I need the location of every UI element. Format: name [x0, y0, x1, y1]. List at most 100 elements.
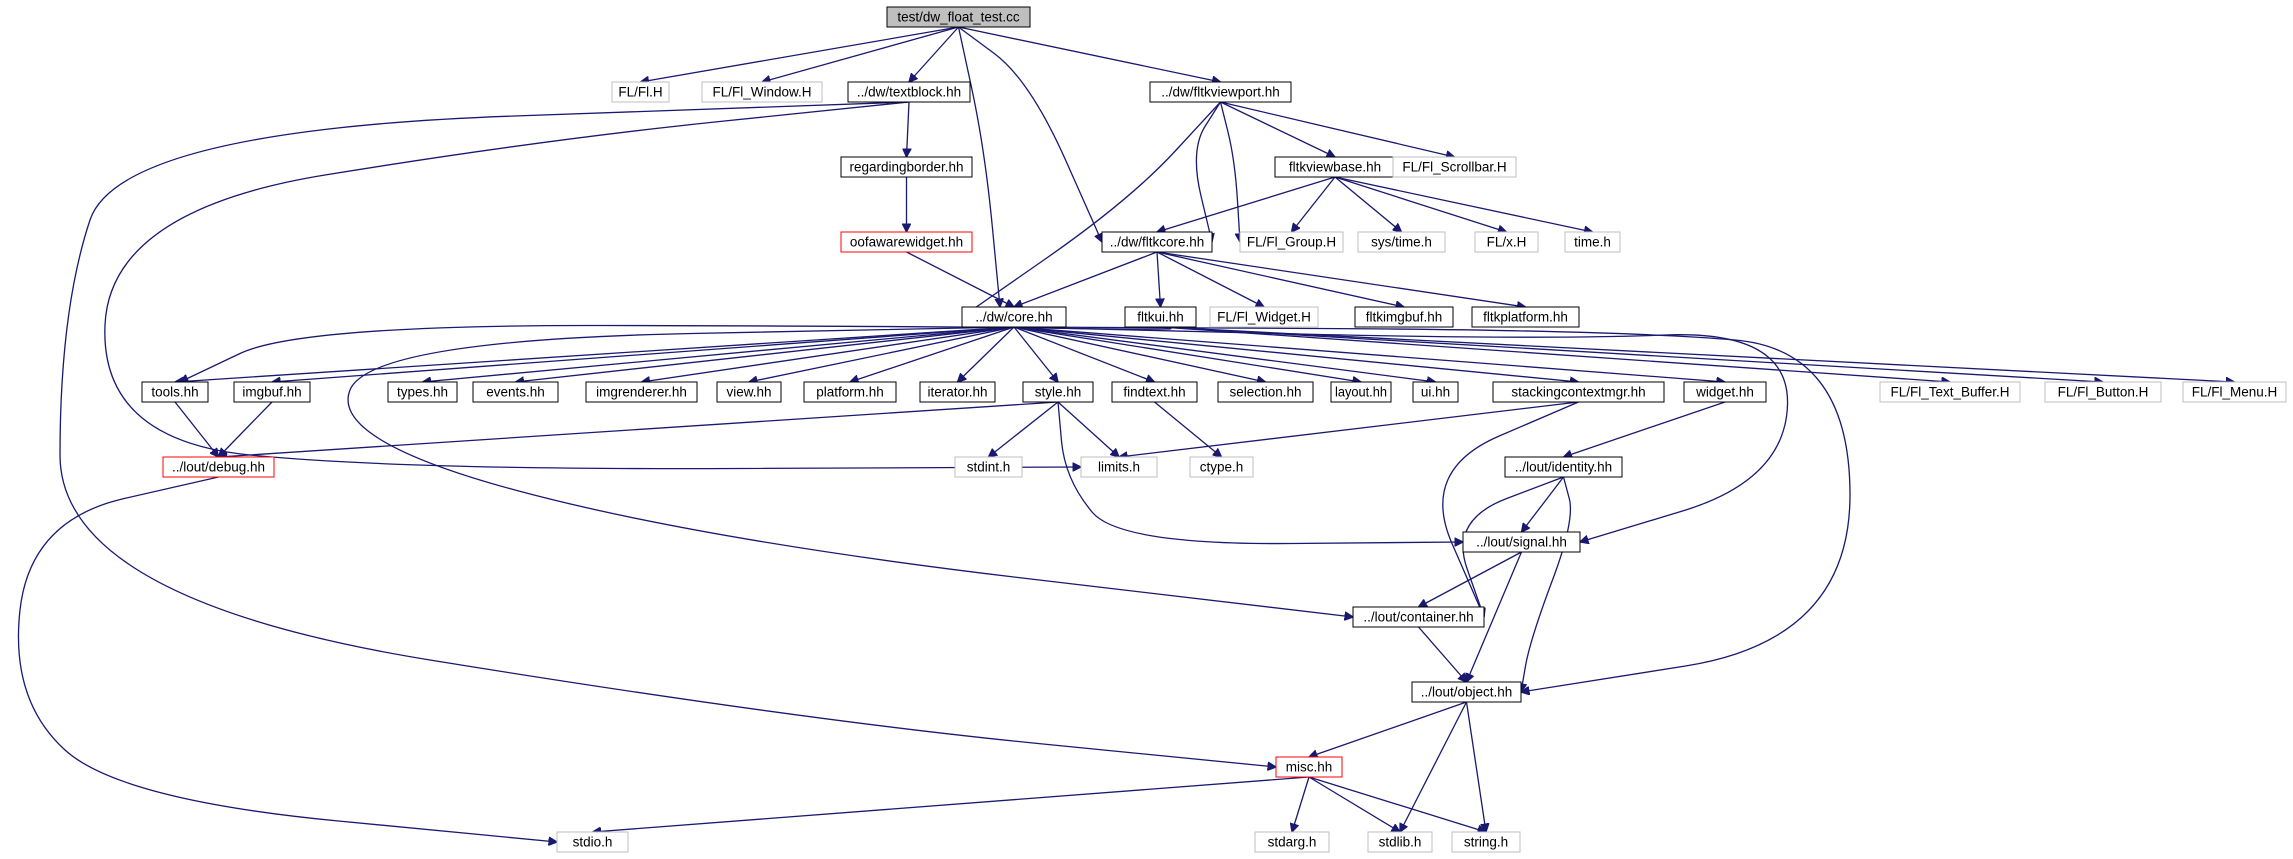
edge-line — [1522, 476, 1565, 532]
node-textblock[interactable]: ../dw/textblock.hh — [847, 81, 971, 103]
node-fltkcore[interactable]: ../dw/fltkcore.hh — [1101, 231, 1213, 253]
node-container[interactable]: ../lout/container.hh — [1352, 606, 1485, 628]
node-tools[interactable]: tools.hh — [141, 381, 209, 403]
node-box — [1492, 381, 1665, 403]
node-label: ../dw/fltkcore.hh — [1110, 235, 1205, 250]
node-box — [1101, 231, 1213, 253]
edge-line — [1467, 551, 1523, 682]
node-view[interactable]: view.hh — [716, 381, 782, 403]
edge-line — [1057, 401, 1463, 544]
node-fltkviewbase[interactable]: fltkviewbase.hh — [1274, 156, 1396, 178]
node-imgbuf[interactable]: imgbuf.hh — [233, 381, 311, 403]
node-box — [1879, 381, 2021, 403]
edge-line — [1564, 401, 1726, 457]
edge-core-to-imgrenderer — [642, 326, 1015, 382]
node-ui[interactable]: ui.hh — [1412, 381, 1459, 403]
node-fltkimgbuf[interactable]: fltkimgbuf.hh — [1354, 306, 1454, 328]
node-events[interactable]: events.hh — [472, 381, 559, 403]
node-box — [1111, 381, 1198, 403]
node-object[interactable]: ../lout/object.hh — [1411, 681, 1522, 703]
node-box — [1354, 306, 1454, 328]
edge-fltkviewport-to-core — [962, 101, 1221, 317]
node-root[interactable]: test/dw_float_test.cc — [886, 6, 1031, 28]
node-label: ../lout/identity.hh — [1515, 460, 1612, 475]
node-regardingborder[interactable]: regardingborder.hh — [840, 156, 973, 178]
node-fltkviewport[interactable]: ../dw/fltkviewport.hh — [1149, 81, 1292, 103]
edge-line — [1013, 326, 1579, 382]
node-fltkplatform[interactable]: fltkplatform.hh — [1471, 306, 1580, 328]
edge-line — [958, 26, 1221, 82]
node-selection[interactable]: selection.hh — [1217, 381, 1314, 403]
edge-misc-to-stdarg — [1292, 776, 1310, 832]
node-oofawarewidget[interactable]: oofawarewidget.hh — [840, 231, 973, 253]
edge-style-to-signal — [1057, 401, 1463, 544]
edge-textblock-to-misc — [59, 101, 1276, 767]
node-identity[interactable]: ../lout/identity.hh — [1504, 456, 1623, 478]
node-box — [1080, 456, 1158, 478]
node-box — [1352, 606, 1485, 628]
edge-line — [762, 26, 959, 82]
edge-fltkviewbase-to-fl_group — [1292, 176, 1336, 232]
node-label: string.h — [1464, 835, 1508, 850]
edge-line — [1308, 776, 1400, 832]
node-label: misc.hh — [1286, 760, 1333, 775]
node-findtext[interactable]: findtext.hh — [1111, 381, 1198, 403]
edge-fltkcore-to-fltkui — [1157, 251, 1161, 307]
edge-style-to-stdint — [989, 401, 1059, 457]
edge-oofawarewidget-to-core — [906, 251, 1015, 307]
edge-line — [1292, 176, 1336, 232]
edge-core-to-platform — [850, 326, 1015, 382]
node-types[interactable]: types.hh — [387, 381, 458, 403]
node-fl_widget: FL/Fl_Widget.H — [1209, 306, 1319, 328]
edge-line — [17, 476, 557, 842]
node-fltkui[interactable]: fltkui.hh — [1124, 306, 1197, 328]
node-box — [701, 81, 823, 103]
node-label: fltkplatform.hh — [1483, 310, 1568, 325]
node-box — [840, 231, 973, 253]
edge-core-to-widget — [1013, 326, 1725, 382]
node-box — [1411, 681, 1522, 703]
edge-signal-to-container — [1419, 551, 1522, 607]
node-box — [1474, 231, 1539, 253]
edge-style-to-debug — [219, 401, 1059, 457]
node-stackingcontextmgr[interactable]: stackingcontextmgr.hh — [1492, 381, 1665, 403]
edge-line — [749, 326, 1015, 382]
node-label: layout.hh — [1335, 385, 1387, 400]
edge-line — [1465, 701, 1487, 832]
edge-core-to-tools — [175, 326, 1015, 382]
node-imgrenderer[interactable]: imgrenderer.hh — [585, 381, 698, 403]
edge-fltkviewbase-to-fltkcore — [1157, 176, 1336, 232]
edge-textblock-to-regardingborder — [907, 101, 910, 157]
node-label: imgrenderer.hh — [596, 385, 687, 400]
node-stdarg: stdarg.h — [1254, 831, 1330, 853]
node-iterator[interactable]: iterator.hh — [919, 381, 996, 403]
node-box — [1367, 831, 1433, 853]
node-label: FL/Fl_Button.H — [2058, 385, 2149, 400]
node-label: tools.hh — [151, 385, 198, 400]
node-layout[interactable]: layout.hh — [1330, 381, 1392, 403]
node-platform[interactable]: platform.hh — [803, 381, 897, 403]
node-style[interactable]: style.hh — [1022, 381, 1094, 403]
node-label: iterator.hh — [927, 385, 987, 400]
edge-root-to-fltkviewport — [958, 26, 1221, 82]
node-box — [847, 81, 971, 103]
edge-line — [1219, 101, 1241, 242]
node-box — [1149, 81, 1292, 103]
edge-line — [909, 26, 959, 82]
node-label: widget.hh — [1695, 385, 1754, 400]
node-box — [387, 381, 458, 403]
edge-line — [104, 101, 1081, 469]
edge-line — [1334, 176, 1593, 232]
node-signal[interactable]: ../lout/signal.hh — [1462, 531, 1581, 553]
node-label: fltkviewbase.hh — [1289, 160, 1381, 175]
edge-stackingcontextmgr-to-container — [1442, 401, 1579, 617]
node-misc[interactable]: misc.hh — [1275, 756, 1343, 778]
node-box — [919, 381, 996, 403]
edge-line — [1156, 251, 1526, 307]
node-widget[interactable]: widget.hh — [1683, 381, 1767, 403]
edge-identity-to-signal — [1522, 476, 1565, 532]
node-core[interactable]: ../dw/core.hh — [961, 306, 1067, 328]
node-debug[interactable]: ../lout/debug.hh — [162, 456, 275, 478]
node-label: ../lout/debug.hh — [172, 460, 265, 475]
edge-line — [219, 401, 1059, 457]
